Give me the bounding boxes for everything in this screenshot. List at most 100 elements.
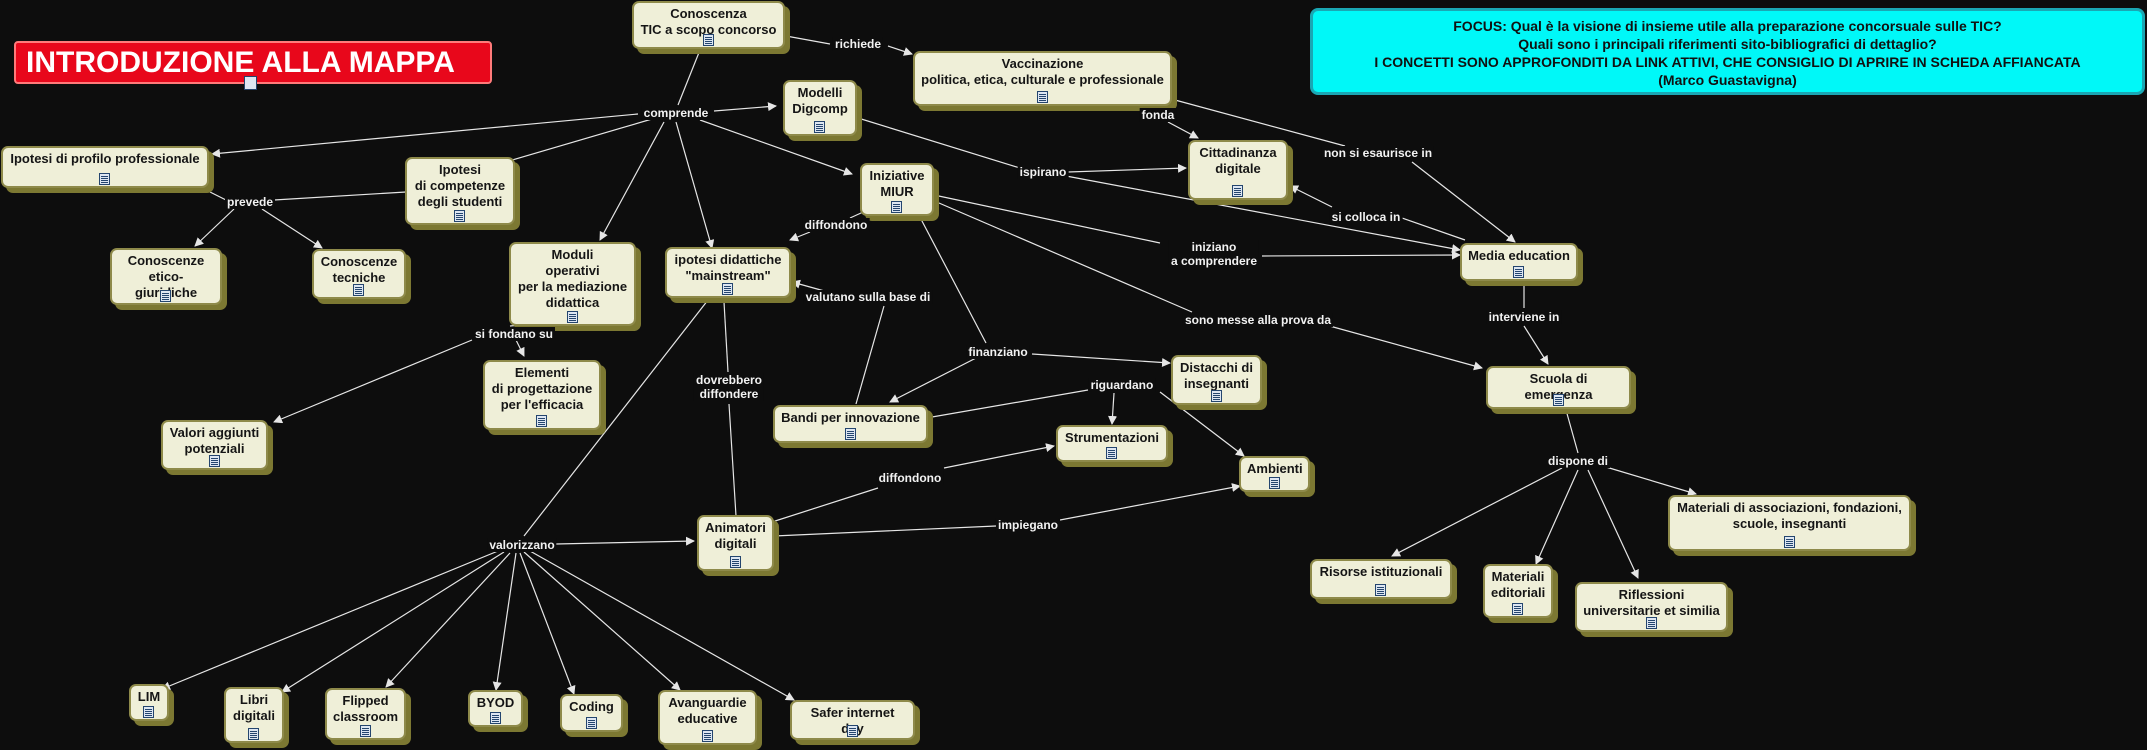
link-label-comprende: comprende	[641, 106, 711, 120]
document-link-icon[interactable]	[248, 728, 259, 740]
node-ipotesi-profilo[interactable]: Ipotesi di profilo professionale	[1, 146, 209, 188]
node-conoscenze-etico-giuridiche[interactable]: Conoscenze etico-giuridiche	[110, 248, 222, 305]
node-ambienti[interactable]: Ambienti	[1239, 456, 1310, 492]
node-distacchi-insegnanti[interactable]: Distacchi di insegnanti	[1171, 355, 1262, 405]
focus-box: FOCUS: Qual è la visione di insieme util…	[1310, 8, 2145, 95]
map-title[interactable]: INTRODUZIONE ALLA MAPPA	[14, 41, 492, 84]
document-link-icon[interactable]	[160, 290, 171, 302]
node-ipotesi-didattiche[interactable]: ipotesi didattiche "mainstream"	[665, 247, 791, 298]
node-label: Modelli Digcomp	[792, 85, 848, 116]
node-scuola-emergenza[interactable]: Scuola di emergenza	[1486, 366, 1631, 409]
node-bandi-innovazione[interactable]: Bandi per innovazione	[773, 405, 928, 443]
node-elementi-progettazione[interactable]: Elementi di progettazione per l'efficaci…	[483, 360, 601, 430]
node-media-education[interactable]: Media education	[1460, 243, 1578, 281]
link-label-prevede: prevede	[224, 195, 276, 209]
document-link-icon[interactable]	[702, 34, 714, 46]
document-link-icon[interactable]	[1645, 617, 1657, 629]
document-link-icon[interactable]	[454, 210, 465, 222]
node-strumentazioni[interactable]: Strumentazioni	[1056, 425, 1168, 462]
document-link-icon[interactable]	[359, 725, 371, 737]
link-label-non-si-esaurisce: non si esaurisce in	[1321, 146, 1435, 160]
node-avanguardie-educative[interactable]: Avanguardie educative	[658, 690, 757, 745]
focus-author: (Marco Guastavigna)	[1658, 72, 1797, 88]
link-label-riguardano: riguardano	[1088, 378, 1156, 392]
document-link-icon[interactable]	[585, 717, 597, 729]
document-link-icon[interactable]	[1512, 603, 1523, 615]
document-link-icon[interactable]	[566, 311, 578, 323]
document-link-icon[interactable]	[99, 173, 110, 185]
link-label-dispone: dispone di	[1546, 454, 1610, 468]
document-link-icon[interactable]	[208, 455, 220, 467]
node-conoscenze-tecniche[interactable]: Conoscenze tecniche	[312, 249, 406, 299]
node-label: Bandi per innovazione	[781, 410, 920, 425]
document-link-icon[interactable]	[1036, 91, 1048, 103]
document-link-icon[interactable]	[701, 730, 713, 742]
node-label: Ipotesi di profilo professionale	[10, 151, 200, 166]
link-label-sono-messe: sono messe alla prova da	[1182, 313, 1334, 327]
document-link-icon[interactable]	[814, 121, 825, 133]
document-link-icon[interactable]	[1232, 185, 1243, 197]
node-lim[interactable]: LIM	[129, 684, 169, 721]
document-link-icon[interactable]	[1268, 477, 1280, 489]
link-label-richiede: richiede	[832, 37, 884, 51]
node-risorse-istituzionali[interactable]: Risorse istituzionali	[1310, 559, 1452, 599]
document-link-icon[interactable]	[143, 706, 154, 718]
document-link-icon[interactable]	[353, 284, 364, 296]
node-label: Strumentazioni	[1065, 430, 1159, 445]
node-label: Flipped classroom	[333, 693, 399, 724]
node-iniziative-miur[interactable]: Iniziative MIUR	[860, 163, 934, 216]
node-safer-internet-day[interactable]: Safer internet day	[790, 700, 915, 740]
focus-question-1: FOCUS: Qual è la visione di insieme util…	[1453, 18, 2002, 34]
node-cittadinanza-digitale[interactable]: Cittadinanza digitale	[1188, 140, 1288, 200]
document-link-icon[interactable]	[1210, 390, 1222, 402]
node-valori-aggiunti[interactable]: Valori aggiunti potenziali	[161, 420, 268, 470]
node-label: BYOD	[476, 695, 515, 710]
link-label-si-colloca: si colloca in	[1329, 210, 1403, 224]
node-label: Libri digitali	[233, 692, 275, 723]
document-link-icon[interactable]	[722, 283, 733, 295]
focus-note: I CONCETTI SONO APPROFONDITI DA LINK ATT…	[1374, 54, 2081, 70]
node-animatori-digitali[interactable]: Animatori digitali	[697, 515, 774, 571]
node-label: Ipotesi di competenze degli studenti	[414, 162, 506, 209]
node-label: LIM	[137, 689, 161, 704]
node-modelli-digcomp[interactable]: Modelli Digcomp	[783, 80, 857, 136]
node-label: Valori aggiunti potenziali	[169, 425, 260, 456]
node-label: Moduli operativi per la mediazione didat…	[517, 247, 628, 310]
document-link-icon[interactable]	[891, 201, 902, 213]
node-flipped-classroom[interactable]: Flipped classroom	[325, 688, 406, 740]
link-label-impiegano: impiegano	[995, 518, 1061, 532]
node-byod[interactable]: BYOD	[468, 690, 523, 727]
node-moduli-operativi[interactable]: Moduli operativi per la mediazione didat…	[509, 242, 636, 326]
document-link-icon[interactable]	[1552, 394, 1564, 406]
document-link-icon[interactable]	[729, 556, 741, 568]
link-label-valutano: valutano sulla base di	[803, 290, 933, 304]
node-conoscenza[interactable]: Conoscenza TIC a scopo concorso	[632, 1, 785, 49]
node-libri-digitali[interactable]: Libri digitali	[224, 687, 284, 743]
document-link-icon[interactable]	[1106, 447, 1117, 459]
node-label: ipotesi didattiche "mainstream"	[674, 252, 782, 283]
link-label-iniziano: iniziano a comprendere	[1168, 240, 1260, 268]
document-link-icon[interactable]	[1375, 584, 1386, 596]
node-label: Conoscenze etico-giuridiche	[127, 253, 205, 300]
node-vaccinazione[interactable]: Vaccinazione politica, etica, culturale …	[913, 51, 1172, 106]
node-materiali-editoriali[interactable]: Materiali editoriali	[1483, 564, 1553, 618]
node-label: Cittadinanza digitale	[1199, 145, 1277, 176]
document-link-icon[interactable]	[846, 725, 858, 737]
document-link-icon[interactable]	[1513, 266, 1524, 278]
link-label-fonda: fonda	[1139, 108, 1177, 122]
document-link-icon[interactable]	[489, 712, 501, 724]
node-ipotesi-competenze[interactable]: Ipotesi di competenze degli studenti	[405, 157, 515, 225]
link-label-valorizzano: valorizzano	[487, 538, 557, 552]
link-label-diffondono-2: diffondono	[876, 471, 944, 485]
node-materiali-associazioni[interactable]: Materiali di associazioni, fondazioni, s…	[1668, 495, 1911, 551]
node-label: Media education	[1468, 248, 1570, 263]
node-label: Animatori digitali	[705, 520, 766, 551]
document-link-icon[interactable]	[844, 428, 856, 440]
document-link-icon[interactable]	[244, 76, 257, 90]
document-link-icon[interactable]	[536, 415, 547, 427]
node-label: Risorse istituzionali	[1319, 564, 1443, 579]
node-coding[interactable]: Coding	[560, 694, 623, 732]
link-label-ispirano: ispirano	[1017, 165, 1069, 179]
node-riflessioni-universitarie[interactable]: Riflessioni universitarie et similia	[1575, 582, 1728, 632]
document-link-icon[interactable]	[1783, 536, 1795, 548]
